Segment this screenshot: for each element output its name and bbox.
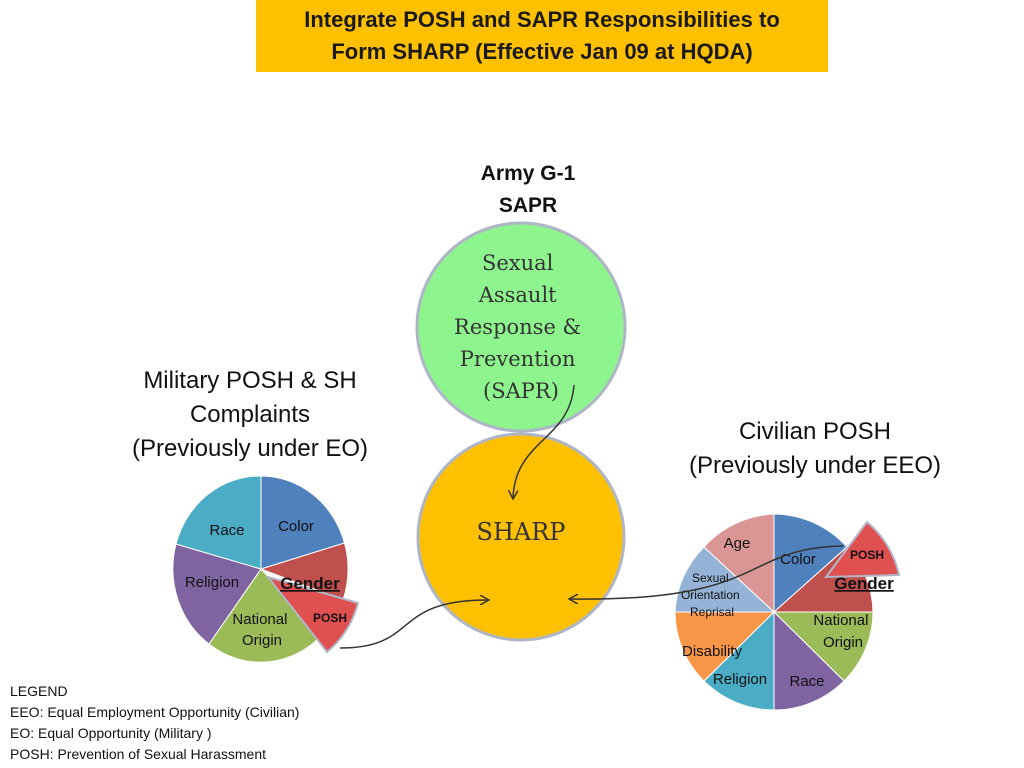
civ-label-sexual-2: Orientation — [681, 588, 740, 602]
sapr-circle — [415, 221, 627, 433]
military-posh-label: Military POSH & SH Complaints (Previousl… — [100, 364, 400, 466]
civ-label-religion: Religion — [713, 671, 767, 688]
civ-label-sexual-1: Sexual — [692, 571, 729, 585]
civ-label-national-1: National — [813, 612, 868, 629]
civ-label-gender: Gender — [834, 574, 894, 593]
legend-posh: POSH: Prevention of Sexual Harassment — [10, 746, 267, 762]
sapr-line-3: Response & — [454, 315, 581, 339]
legend-heading: LEGEND — [10, 683, 68, 699]
mil-slice-race — [175, 475, 262, 570]
sapr-line-5: (SAPR) — [483, 379, 559, 403]
military-label-line-1: Military POSH & SH — [143, 367, 357, 394]
arrow-sapr-to-sharp — [513, 384, 575, 498]
sapr-line-4: Prevention — [460, 347, 576, 371]
sharp-circle — [416, 432, 626, 642]
civilian-posh-label: Civilian POSH (Previously under EEO) — [650, 415, 980, 483]
legend: LEGEND EEO: Equal Employment Opportunity… — [10, 681, 299, 765]
mil-label-national-2: Origin — [242, 632, 282, 649]
military-pie — [172, 475, 360, 663]
army-line-2: SAPR — [498, 194, 558, 217]
mil-label-posh: POSH — [313, 611, 347, 625]
svg-text:National Origin: National Origin — [813, 612, 872, 651]
civ-label-national-2: Origin — [823, 634, 863, 651]
mil-label-color: Color — [278, 518, 314, 535]
civ-slice-sexual-orientation — [674, 546, 776, 613]
svg-text:National Origin: National Origin — [232, 611, 291, 649]
civilian-label-line-2: (Previously under EEO) — [688, 452, 942, 479]
civ-slice-color — [773, 513, 848, 614]
mil-label-gender: Gender — [280, 574, 340, 593]
legend-eeo: EEO: Equal Employment Opportunity (Civil… — [10, 704, 300, 720]
civ-label-age: Age — [724, 535, 751, 552]
mil-label-religion: Religion — [185, 574, 239, 591]
sapr-line-1: Sexual — [482, 251, 554, 275]
mil-label-race: Race — [209, 522, 244, 539]
army-g1-heading: Army G-1 SAPR — [428, 158, 628, 222]
civ-label-posh: POSH — [850, 548, 884, 562]
title-line-1: Integrate POSH and SAPR Responsibilities… — [304, 7, 780, 32]
legend-eo: EO: Equal Opportunity (Military ) — [10, 725, 212, 741]
mil-slice-color — [260, 475, 346, 570]
military-label-line-2: Complaints — [189, 401, 311, 428]
civ-slice-age — [703, 513, 775, 614]
sapr-line-2: Assault — [478, 283, 557, 307]
arrow-military-to-sharp — [339, 600, 488, 649]
arrow-civilian-to-sharp — [570, 545, 844, 599]
civ-slice-posh — [823, 520, 901, 579]
mil-label-national-1: National — [232, 611, 287, 628]
title-banner: Integrate POSH and SAPR Responsibilities… — [256, 0, 828, 72]
mil-slice-religion — [172, 543, 262, 645]
civ-label-sexual-3: Reprisal — [690, 605, 734, 619]
title-line-2: Form SHARP (Effective Jan 09 at HQDA) — [331, 39, 753, 64]
army-line-1: Army G-1 — [480, 162, 576, 185]
civ-label-race: Race — [789, 673, 824, 690]
sharp-label: SHARP — [477, 518, 566, 546]
svg-text:Sexual Assault Respons: Sexual Assault Response & Prevention (SA… — [454, 251, 588, 403]
civ-label-disability: Disability — [682, 643, 743, 660]
military-label-line-3: (Previously under EO) — [131, 435, 369, 462]
civ-slice-national-origin — [772, 611, 874, 682]
civ-slice-race — [773, 610, 845, 711]
svg-text:Sexual Orientation Rep: Sexual Orientation Reprisal — [681, 571, 743, 619]
mil-slice-national-origin — [208, 568, 324, 663]
civilian-pie — [674, 513, 901, 711]
mil-slice-posh — [265, 575, 360, 654]
civ-slice-disability — [674, 611, 776, 682]
civilian-label-line-1: Civilian POSH — [738, 418, 892, 445]
civ-slice-religion — [703, 610, 775, 711]
civ-label-color: Color — [780, 551, 816, 568]
